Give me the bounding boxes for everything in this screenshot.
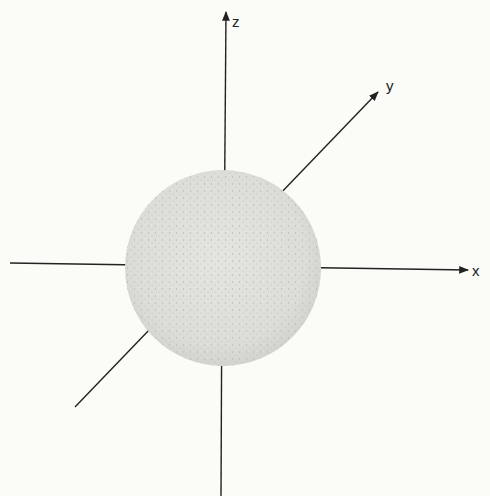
y-axis [75,92,378,407]
axis-label: z [232,14,240,29]
axes [10,12,468,496]
s-orbital-sphere [125,170,321,366]
axis-label: x [472,263,480,278]
axis-label: y [386,78,394,93]
